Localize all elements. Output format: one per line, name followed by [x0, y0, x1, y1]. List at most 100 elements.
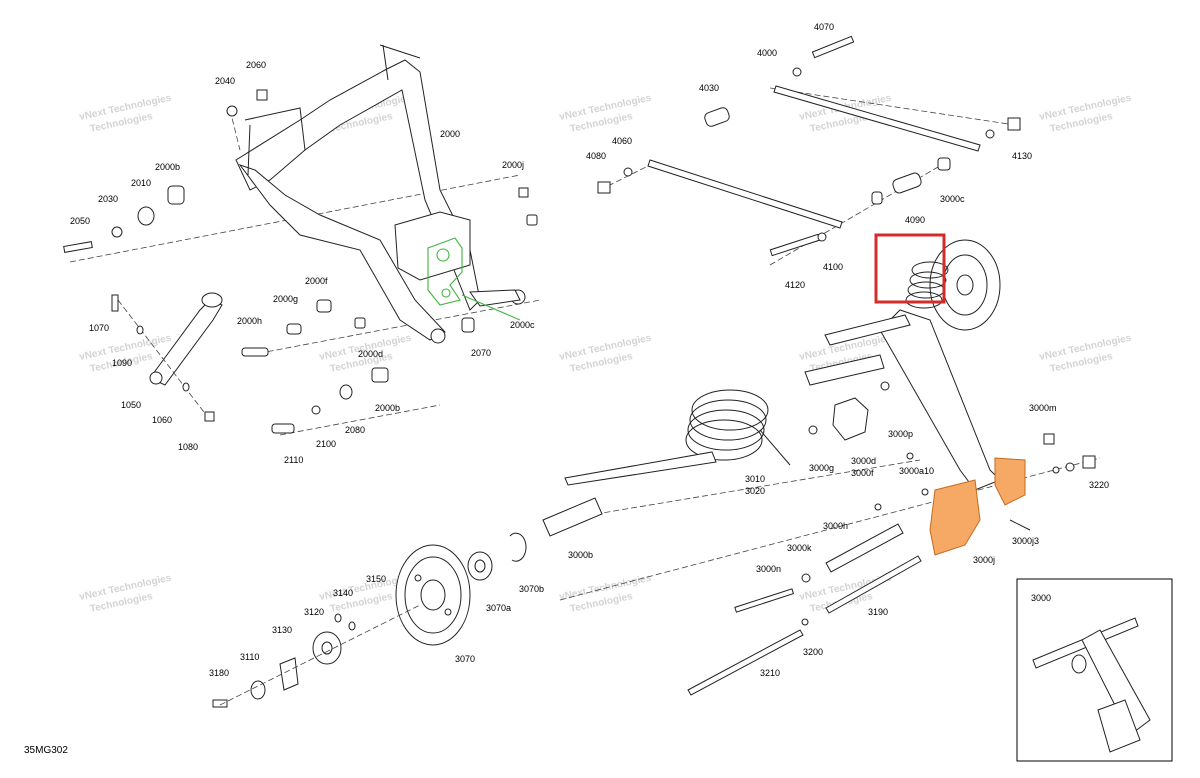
- label-2000b-top[interactable]: 2000b: [155, 162, 180, 172]
- bushing-2010: [137, 206, 155, 226]
- label-3190[interactable]: 3190: [868, 607, 888, 617]
- frame-assembly-2000: [63, 44, 541, 436]
- label-3000a10[interactable]: 3000a10: [899, 466, 934, 476]
- ring-3110: [250, 680, 266, 700]
- label-2070[interactable]: 2070: [471, 348, 491, 358]
- label-4090[interactable]: 4090: [905, 215, 925, 225]
- inset-hub: [1071, 654, 1087, 674]
- label-3000j3[interactable]: 3000j3: [1012, 536, 1039, 546]
- label-2030[interactable]: 2030: [98, 194, 118, 204]
- label-3120[interactable]: 3120: [304, 607, 324, 617]
- inset-arm: [1081, 629, 1151, 736]
- label-3110[interactable]: 3110: [240, 652, 259, 662]
- label-4120[interactable]: 4120: [785, 280, 805, 290]
- label-2040[interactable]: 2040: [215, 76, 235, 86]
- washer-1090: [136, 325, 144, 335]
- frame-main-arm: [235, 59, 481, 311]
- label-4100[interactable]: 4100: [823, 262, 843, 272]
- arm-shaft: [804, 354, 885, 386]
- label-2000d[interactable]: 2000d: [358, 349, 383, 359]
- label-1080[interactable]: 1080: [178, 442, 198, 452]
- label-4060[interactable]: 4060: [612, 136, 632, 146]
- washer-3220a: [1052, 466, 1060, 474]
- label-4070[interactable]: 4070: [814, 22, 834, 32]
- label-3010[interactable]: 3010: [745, 474, 765, 484]
- label-3070a[interactable]: 3070a: [486, 603, 511, 613]
- sleeve-3000b: [542, 497, 603, 537]
- arm-3000: [879, 309, 1001, 491]
- label-3000d[interactable]: 3000d: [851, 456, 876, 466]
- frame-handle: [244, 107, 306, 176]
- label-3000b[interactable]: 3000b: [568, 550, 593, 560]
- bushing-2000f: [316, 299, 332, 313]
- label-2110[interactable]: 2110: [284, 455, 303, 465]
- label-3070b[interactable]: 3070b: [519, 584, 544, 594]
- label-2000g[interactable]: 2000g: [273, 294, 298, 304]
- label-1070[interactable]: 1070: [89, 323, 109, 333]
- label-2000b[interactable]: 2000b: [375, 403, 400, 413]
- label-2010[interactable]: 2010: [131, 178, 151, 188]
- label-3000j[interactable]: 3000j: [973, 555, 995, 565]
- label-3000f[interactable]: 3000f: [851, 468, 874, 478]
- label-2000f[interactable]: 2000f: [305, 276, 328, 286]
- label-3180[interactable]: 3180: [209, 668, 229, 678]
- label-4000[interactable]: 4000: [757, 48, 777, 58]
- assembly-axis: [219, 604, 421, 706]
- label-3000c[interactable]: 3000c: [940, 194, 965, 204]
- diagram-code: 35MG302: [24, 745, 68, 756]
- label-2080[interactable]: 2080: [345, 425, 365, 435]
- bushing-2000b: [371, 367, 389, 383]
- pulley-upper: [929, 239, 1001, 331]
- label-3130[interactable]: 3130: [272, 625, 292, 635]
- label-3200[interactable]: 3200: [803, 647, 823, 657]
- bolt-2050: [63, 241, 93, 253]
- washer-2040: [226, 105, 238, 117]
- washer-1060: [182, 382, 190, 392]
- label-3150[interactable]: 3150: [366, 574, 386, 584]
- label-1090[interactable]: 1090: [112, 358, 132, 368]
- label-3000p[interactable]: 3000p: [888, 429, 913, 439]
- label-3140[interactable]: 3140: [333, 588, 353, 598]
- label-2050[interactable]: 2050: [70, 216, 90, 226]
- label-3020[interactable]: 3020: [745, 486, 765, 496]
- label-2100[interactable]: 2100: [316, 439, 336, 449]
- label-3000k[interactable]: 3000k: [787, 543, 812, 553]
- washer-3000g: [808, 425, 818, 435]
- label-4130[interactable]: 4130: [1012, 151, 1032, 161]
- bolt-4070: [811, 35, 855, 59]
- label-2000h[interactable]: 2000h: [237, 316, 262, 326]
- label-3210[interactable]: 3210: [760, 668, 780, 678]
- label-3000[interactable]: 3000: [1031, 593, 1051, 603]
- bracket-2000c: [427, 237, 521, 321]
- label-1060[interactable]: 1060: [152, 415, 172, 425]
- label-2000[interactable]: 2000: [440, 129, 460, 139]
- rod-3190: [825, 555, 922, 614]
- label-3220[interactable]: 3220: [1089, 480, 1109, 490]
- inset-frame: [1016, 578, 1173, 762]
- label-3000g[interactable]: 3000g: [809, 463, 834, 473]
- washer-3150: [348, 621, 356, 631]
- bolt-3180: [212, 699, 228, 708]
- label-3000h[interactable]: 3000h: [823, 521, 848, 531]
- assembly-axis: [229, 109, 241, 151]
- label-2060[interactable]: 2060: [246, 60, 266, 70]
- label-3070[interactable]: 3070: [455, 654, 475, 664]
- spacer-4090: [892, 172, 922, 194]
- label-2000j[interactable]: 2000j: [502, 160, 524, 170]
- label-4080[interactable]: 4080: [586, 151, 606, 161]
- rod-4060: [647, 159, 843, 229]
- label-3000n[interactable]: 3000n: [756, 564, 781, 574]
- label-4030[interactable]: 4030: [699, 83, 719, 93]
- arm-crossbar: [824, 314, 911, 346]
- washer-4130: [985, 129, 995, 139]
- label-2000c[interactable]: 2000c: [510, 320, 535, 330]
- label-1050[interactable]: 1050: [121, 400, 141, 410]
- washer-3220b: [1065, 462, 1075, 472]
- label-3000m[interactable]: 3000m: [1029, 403, 1057, 413]
